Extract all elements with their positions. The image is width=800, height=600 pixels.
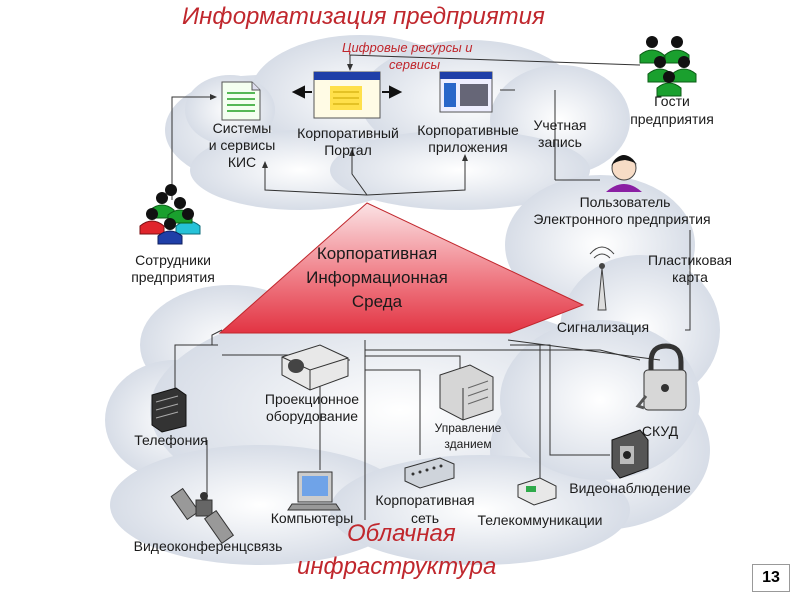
telephony-server-icon: [151, 387, 187, 433]
label-portal-1: Корпоративный: [297, 125, 399, 141]
label-kis-1: Системы: [212, 120, 272, 136]
satellite-icon: [170, 487, 235, 544]
app-window-icon: [439, 71, 493, 113]
label-account-1: Учетная: [533, 117, 587, 133]
center-line3: Среда: [351, 292, 403, 311]
label-skud: СКУД: [641, 423, 679, 439]
label-apps-2: приложения: [428, 139, 508, 155]
employees-icon: [139, 184, 201, 245]
label-kis-3: КИС: [227, 154, 257, 170]
page-number: 13: [752, 564, 790, 592]
label-user-1: Пользователь: [579, 194, 671, 210]
digital-resources-line2: сервисы: [389, 57, 441, 72]
portal-arrows: [291, 85, 403, 99]
label-building-1: Управление: [434, 421, 502, 435]
label-user-2: Электронного предприятия: [533, 211, 711, 227]
camera-icon: [611, 429, 649, 479]
padlock-icon: [635, 343, 687, 411]
label-apps-1: Корпоративные: [417, 122, 519, 138]
computer-icon: [287, 471, 341, 511]
label-alarm: Сигнализация: [556, 319, 650, 335]
label-guests-2: предприятия: [630, 111, 714, 127]
label-video: Видеонаблюдение: [569, 480, 691, 496]
label-telephony: Телефония: [134, 432, 208, 448]
label-employees-1: Сотрудники: [135, 252, 211, 268]
building-icon: [439, 364, 494, 421]
label-account-2: запись: [538, 134, 582, 150]
portal-window-icon: [313, 71, 381, 119]
user-icon: [606, 155, 642, 192]
connectors: [171, 54, 691, 520]
guests-icon: [639, 36, 697, 97]
title-bottom-line1: Облачная: [347, 520, 456, 547]
document-icon: [221, 81, 261, 121]
network-switch-icon: [404, 457, 455, 489]
label-network-1: Корпоративная: [375, 492, 475, 508]
center-line1: Корпоративная: [316, 244, 438, 263]
title-top: Информатизация предприятия: [182, 3, 545, 30]
label-projector-2: оборудование: [265, 408, 359, 424]
digital-resources-line1: Цифровые ресурсы и: [342, 40, 473, 55]
corporate-env-triangle: [218, 202, 585, 334]
title-bottom-line2: инфраструктура: [297, 553, 497, 580]
label-telecom: Телекоммуникации: [477, 512, 603, 528]
label-portal-2: Портал: [324, 142, 372, 158]
center-line2: Информационная: [306, 268, 448, 287]
label-kis-2: и сервисы: [208, 137, 276, 153]
telecom-modem-icon: [517, 477, 557, 506]
label-card-1: Пластиковая: [648, 252, 732, 268]
label-videoconf: Видеоконференцсвязь: [133, 538, 283, 554]
label-employees-2: предприятия: [131, 269, 215, 285]
label-network-2: сеть: [410, 510, 440, 526]
label-guests-1: Гости: [654, 93, 690, 109]
label-building-2: зданием: [444, 437, 492, 451]
projector-icon: [281, 344, 349, 391]
label-card-2: карта: [672, 269, 708, 285]
label-computers: Компьютеры: [270, 510, 354, 526]
label-projector-1: Проекционное: [264, 391, 360, 407]
alarm-antenna-icon: [589, 246, 615, 311]
